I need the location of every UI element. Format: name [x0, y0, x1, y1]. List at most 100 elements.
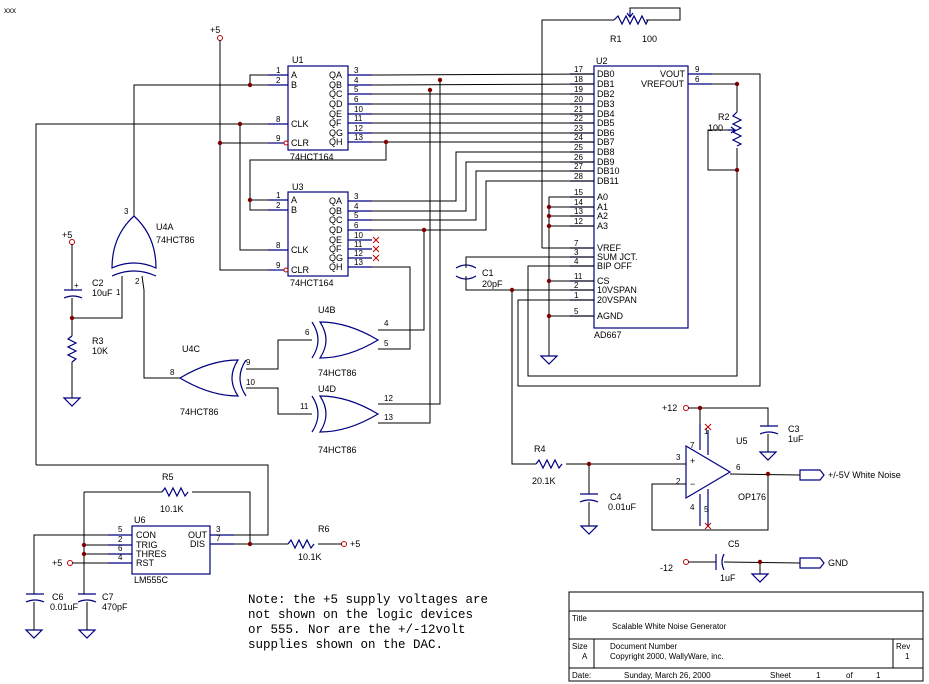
c4-capacitor: C4 0.01uF — [579, 492, 637, 512]
svg-text:2: 2 — [276, 76, 281, 85]
svg-text:C4: C4 — [610, 492, 622, 502]
svg-text:U4B: U4B — [318, 305, 336, 315]
svg-text:74HCT86: 74HCT86 — [156, 235, 195, 245]
svg-text:C2: C2 — [92, 278, 104, 288]
corner-mark: xxx — [4, 6, 16, 15]
svg-text:10: 10 — [354, 105, 363, 114]
u2-a-pin-label: A1 — [597, 202, 608, 212]
svg-text:7: 7 — [690, 441, 695, 450]
u2-db-pin-num: 17 — [574, 65, 583, 74]
svg-text:QH: QH — [329, 137, 343, 147]
svg-text:R5: R5 — [162, 472, 174, 482]
u1-shift-register: U1 74HCT164 A B CLK CLR 1 2 8 9 QA QB QC… — [268, 55, 372, 162]
u1-ref: U1 — [292, 55, 304, 65]
svg-text:CON: CON — [136, 530, 156, 540]
svg-text:QA: QA — [329, 196, 342, 206]
svg-text:13: 13 — [384, 413, 393, 422]
u2-db-pin-num: 22 — [574, 114, 583, 123]
u4d-xor-gate: U4D 74HCT86 11 12 13 — [300, 384, 393, 455]
date-value: Sunday, March 26, 2000 — [624, 671, 711, 680]
svg-text:CLR: CLR — [291, 265, 310, 275]
svg-text:9: 9 — [276, 134, 281, 143]
svg-text:+5: +5 — [210, 25, 220, 35]
svg-text:12: 12 — [354, 249, 363, 258]
svg-text:+: + — [74, 281, 79, 290]
svg-text:10.1K: 10.1K — [160, 504, 184, 514]
svg-text:0.01uF: 0.01uF — [50, 602, 79, 612]
svg-text:QD: QD — [329, 99, 343, 109]
svg-text:U4C: U4C — [182, 344, 201, 354]
svg-text:or 555. Nor are the +/-12volt: or 555. Nor are the +/-12volt — [248, 623, 466, 637]
svg-text:1: 1 — [276, 191, 281, 200]
svg-text:20pF: 20pF — [482, 279, 503, 289]
svg-text:12: 12 — [384, 394, 393, 403]
svg-text:5: 5 — [118, 525, 123, 534]
u2-db-pin-label: DB4 — [597, 109, 615, 119]
u6-timer: U6 LM555C CON TRIG THRES RST 5 2 6 4 OUT… — [108, 515, 234, 585]
svg-text:C6: C6 — [52, 592, 64, 602]
svg-text:100: 100 — [642, 34, 657, 44]
u2-db-pin-num: 21 — [574, 105, 583, 114]
u6-body — [131, 525, 211, 575]
svg-text:QC: QC — [329, 215, 343, 225]
title-label: Title — [572, 614, 587, 623]
svg-text:QH: QH — [329, 262, 343, 272]
svg-text:A: A — [291, 195, 297, 205]
svg-text:3: 3 — [216, 525, 221, 534]
svg-text:13: 13 — [354, 133, 363, 142]
svg-text:THRES: THRES — [136, 549, 167, 559]
u2-ref: U2 — [596, 56, 608, 66]
svg-text:4: 4 — [384, 319, 389, 328]
u2-ctrl-pin-label: CS — [597, 276, 610, 286]
svg-text:QE: QE — [329, 235, 342, 245]
u2-a-pin-label: A0 — [597, 192, 608, 202]
u2-a-pin-num: 15 — [574, 188, 583, 197]
c7-capacitor: C7 470pF — [77, 592, 128, 612]
u2-ctrl-pin-label: BIP OFF — [597, 261, 632, 271]
svg-text:1: 1 — [876, 671, 881, 680]
u2-db-pin-num: 27 — [574, 162, 583, 171]
svg-text:11: 11 — [300, 402, 309, 411]
svg-text:6: 6 — [354, 221, 359, 230]
r2-potentiometer: R2 100 — [708, 111, 743, 147]
svg-text:6: 6 — [695, 75, 700, 84]
svg-text:DIS: DIS — [190, 539, 205, 549]
u2-db-pin-label: DB8 — [597, 147, 615, 157]
u2-ctrl-pin-num: 4 — [574, 257, 579, 266]
c5-capacitor: C5 1uF — [715, 539, 740, 583]
u2-ctrl-pin-num: 1 — [574, 291, 579, 300]
u2-db-pin-label: DB1 — [597, 79, 615, 89]
u1-body — [287, 65, 349, 151]
no-connect-marks — [372, 236, 380, 262]
svg-text:Sheet: Sheet — [770, 671, 792, 680]
svg-text:+12: +12 — [662, 403, 677, 413]
svg-text:CLK: CLK — [291, 245, 309, 255]
u3-ref: U3 — [292, 182, 304, 192]
svg-text:Date:: Date: — [572, 671, 591, 680]
u1-part: 74HCT164 — [290, 152, 334, 162]
svg-text:A: A — [582, 652, 588, 661]
svg-text:0.01uF: 0.01uF — [608, 502, 637, 512]
svg-text:VREFOUT: VREFOUT — [641, 79, 685, 89]
svg-text:8: 8 — [170, 368, 175, 377]
svg-text:−: − — [690, 479, 695, 489]
u2-ctrl-pin-label: AGND — [597, 311, 624, 321]
svg-text:100: 100 — [708, 123, 723, 133]
svg-text:RST: RST — [136, 558, 155, 568]
svg-text:3: 3 — [124, 207, 129, 216]
svg-text:1: 1 — [704, 427, 709, 436]
svg-text:OP176: OP176 — [738, 492, 766, 502]
svg-text:10K: 10K — [92, 346, 108, 356]
svg-text:U5: U5 — [736, 436, 748, 446]
svg-text:2: 2 — [276, 201, 281, 210]
svg-text:9: 9 — [246, 358, 251, 367]
svg-text:+/-5V White Noise: +/-5V White Noise — [828, 470, 901, 480]
svg-text:4: 4 — [118, 553, 123, 562]
u2-db-pin-label: DB10 — [597, 166, 620, 176]
svg-text:3: 3 — [676, 453, 681, 462]
svg-text:C5: C5 — [728, 539, 740, 549]
u2-ctrl-pin-num: 7 — [574, 239, 579, 248]
svg-text:11: 11 — [354, 114, 363, 123]
